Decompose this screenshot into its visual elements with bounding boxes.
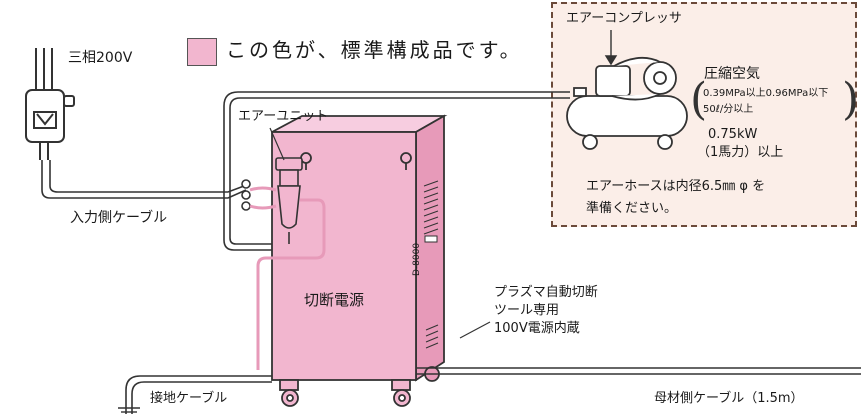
air-unit-hoses xyxy=(249,186,326,370)
base-material-cable xyxy=(416,367,861,375)
ground-cable xyxy=(125,375,272,414)
open-paren: ( xyxy=(690,74,708,125)
power-input-label: 三相200V xyxy=(68,50,133,66)
input-cable-label: 入力側ケーブル xyxy=(70,210,168,226)
legend-swatch xyxy=(187,38,217,66)
base-cable-label: 母材側ケーブル（1.5m） xyxy=(654,391,804,406)
ground-symbol-icon xyxy=(118,407,140,413)
compressor-horsepower: （1馬力）以上 xyxy=(697,145,784,160)
compressor-arrow-icon xyxy=(604,30,618,66)
power-source-label: 切断電源 xyxy=(304,291,365,309)
tool-supply-line3: 100V電源内蔵 xyxy=(494,321,580,336)
airflow-requirement: 50ℓ/分以上 xyxy=(703,104,754,115)
pressure-range: 0.39MPa以上0.96MPa以下 xyxy=(703,88,829,99)
tool-supply-line2: ツール専用 xyxy=(494,303,560,318)
hose-note-line2: 準備ください。 xyxy=(586,201,678,216)
ground-cable-label: 接地ケーブル xyxy=(150,391,228,406)
power-source-cabinet xyxy=(271,114,448,407)
close-paren: ) xyxy=(842,74,860,125)
hose-note-line1: エアーホースは内径6.5㎜ φ を xyxy=(586,179,766,194)
legend-text: この色が、標準構成品です。 xyxy=(226,38,523,62)
input-cable xyxy=(41,160,247,199)
tool-supply-line1: プラズマ自動切断 xyxy=(494,285,598,300)
power-source-model: D-8000 xyxy=(412,242,422,276)
three-phase-outlet xyxy=(25,48,75,160)
air-compressor-icon xyxy=(566,56,688,150)
compressor-power: 0.75kW xyxy=(708,127,758,142)
compressor-title: エアーコンプレッサ xyxy=(566,11,682,26)
cable-lugs xyxy=(241,179,251,211)
air-unit-label: エアーユニット xyxy=(238,109,329,124)
leader-lines xyxy=(269,127,491,339)
compressed-air-label: 圧縮空気 xyxy=(704,66,760,82)
air-unit xyxy=(275,157,303,244)
